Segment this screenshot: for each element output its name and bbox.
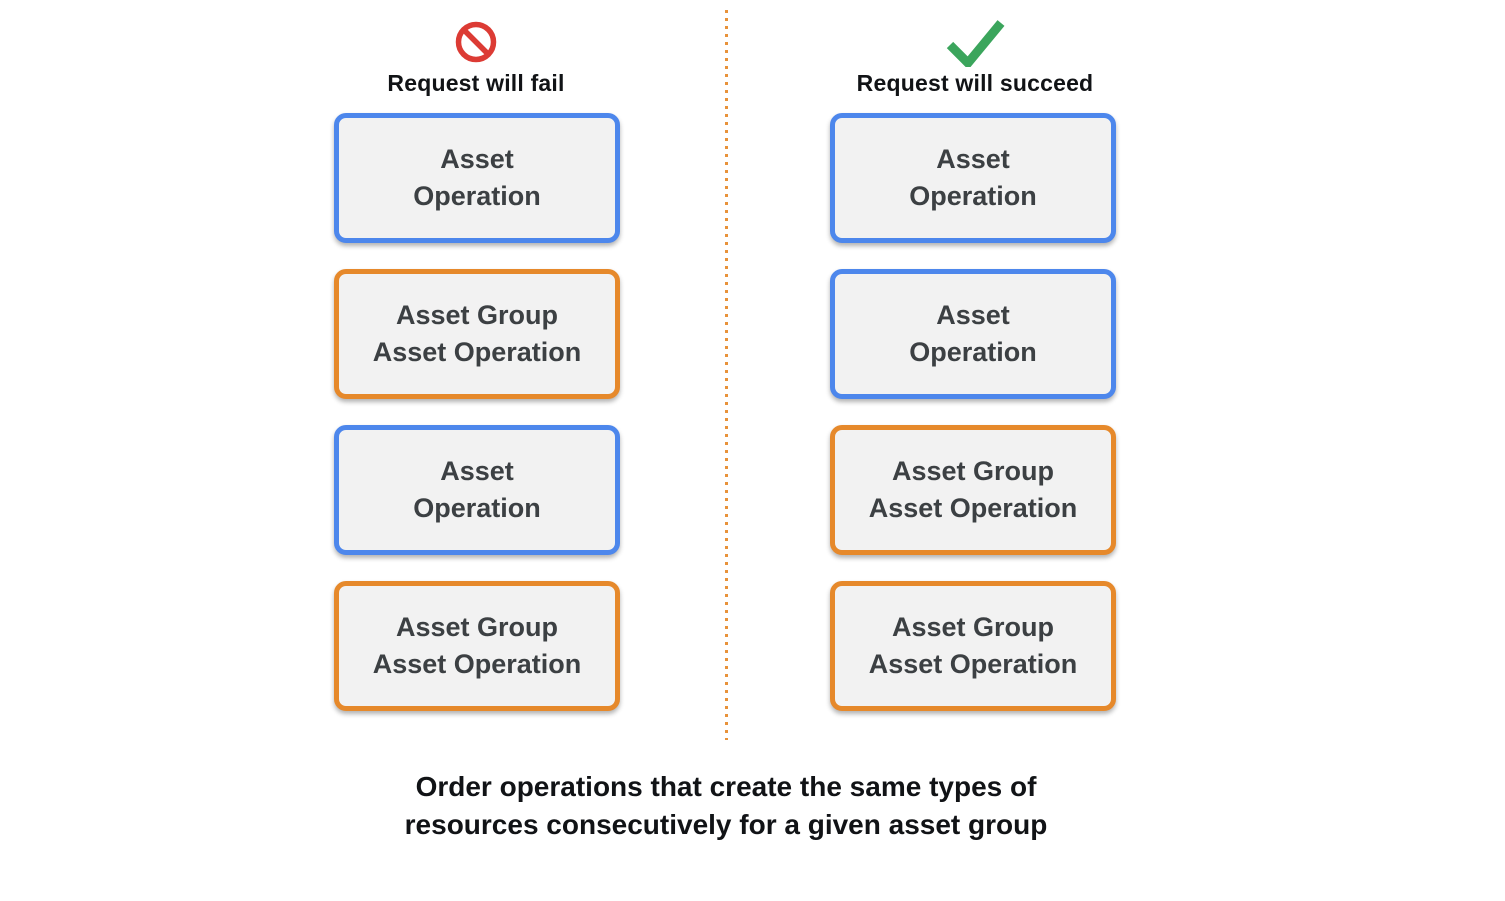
caption-line-1: Order operations that create the same ty…: [415, 771, 1037, 802]
caption-line-2: resources consecutively for a given asse…: [404, 809, 1048, 840]
prohibition-icon: [454, 16, 498, 68]
asset-group-asset-operation-box: Asset Group Asset Operation: [334, 581, 620, 711]
asset-operation-box: Asset Operation: [830, 113, 1116, 243]
asset-group-asset-operation-box: Asset Group Asset Operation: [830, 425, 1116, 555]
asset-group-asset-operation-box: Asset Group Asset Operation: [334, 269, 620, 399]
asset-operation-box: Asset Operation: [334, 113, 620, 243]
fail-column-boxes: Asset Operation Asset Group Asset Operat…: [334, 113, 620, 711]
dotted-divider: [725, 10, 728, 740]
succeed-column-title: Request will succeed: [856, 70, 1094, 96]
asset-group-asset-operation-box: Asset Group Asset Operation: [830, 581, 1116, 711]
asset-operation-box: Asset Operation: [830, 269, 1116, 399]
fail-column-title: Request will fail: [387, 70, 565, 96]
asset-operation-box: Asset Operation: [334, 425, 620, 555]
diagram-caption: Order operations that create the same ty…: [405, 768, 1048, 844]
checkmark-icon: [943, 16, 1007, 68]
fail-column-header: Request will fail: [316, 16, 636, 97]
succeed-column-header: Request will succeed: [815, 16, 1135, 97]
succeed-column-boxes: Asset Operation Asset Operation Asset Gr…: [830, 113, 1116, 711]
